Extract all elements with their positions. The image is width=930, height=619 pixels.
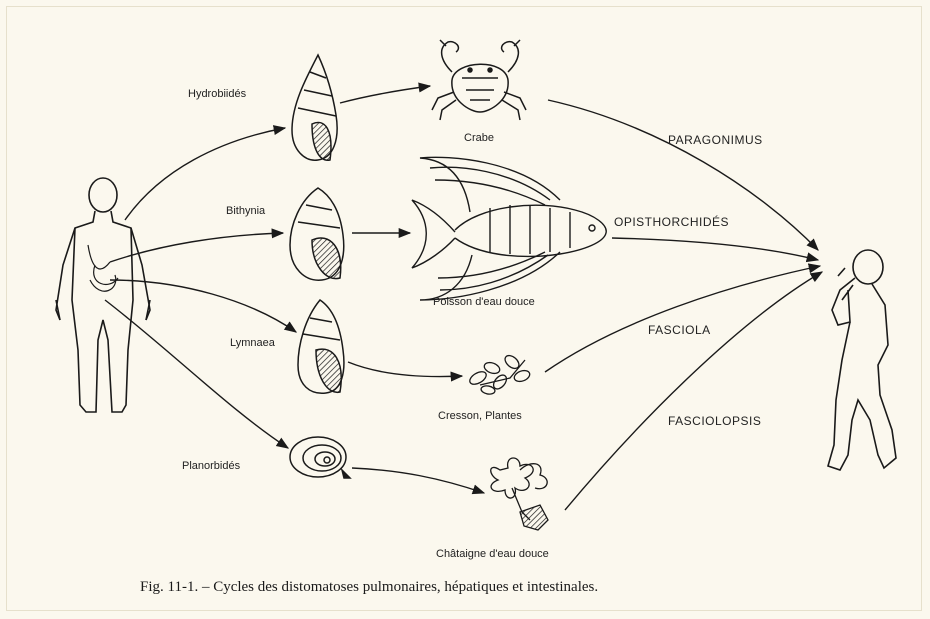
label-planorbidae: Planorbidés [182, 460, 240, 472]
arrow-fish-to-human [612, 238, 818, 260]
arrow-snail-4-to-chestnut [352, 468, 484, 493]
figure-caption: Fig. 11-1. – Cycles des distomatoses pul… [140, 579, 840, 596]
label-cress: Cresson, Plantes [438, 410, 522, 422]
label-fasciolopsis: FASCIOLOPSIS [668, 414, 761, 428]
arrow-snail-1-to-crab [340, 86, 430, 103]
snail-hydrobiidae [292, 55, 337, 160]
human-final-host-figure [828, 250, 896, 470]
label-bithynia: Bithynia [226, 205, 265, 217]
label-lymnaea: Lymnaea [230, 337, 275, 349]
arrow-human-to-snail-4 [105, 300, 288, 448]
snail-bithynia [290, 188, 344, 280]
arrow-chestnut-to-human [565, 272, 822, 510]
arrow-snail-3-to-cress [348, 362, 462, 377]
label-crab: Crabe [464, 132, 494, 144]
label-paragonimus: PARAGONIMUS [668, 133, 763, 147]
arrow-human-to-snail-3 [110, 280, 296, 332]
water-chestnut-illustration [491, 458, 548, 530]
fish-illustration [412, 157, 606, 300]
snail-lymnaea [298, 300, 344, 393]
label-fasciola: FASCIOLA [648, 323, 711, 337]
cress-illustration [468, 353, 532, 395]
arrow-cress-to-human [545, 266, 820, 372]
label-hydrobiidae: Hydrobiidés [188, 88, 246, 100]
label-fish: Poisson d'eau douce [433, 296, 535, 308]
label-opisthorchides: OPISTHORCHIDÉS [614, 215, 729, 229]
snail-planorbidae [290, 437, 350, 478]
label-water-chestnut: Châtaigne d'eau douce [436, 548, 549, 560]
human-source-figure [56, 178, 150, 412]
crab-illustration [432, 40, 526, 120]
arrow-human-to-snail-2 [110, 233, 283, 262]
